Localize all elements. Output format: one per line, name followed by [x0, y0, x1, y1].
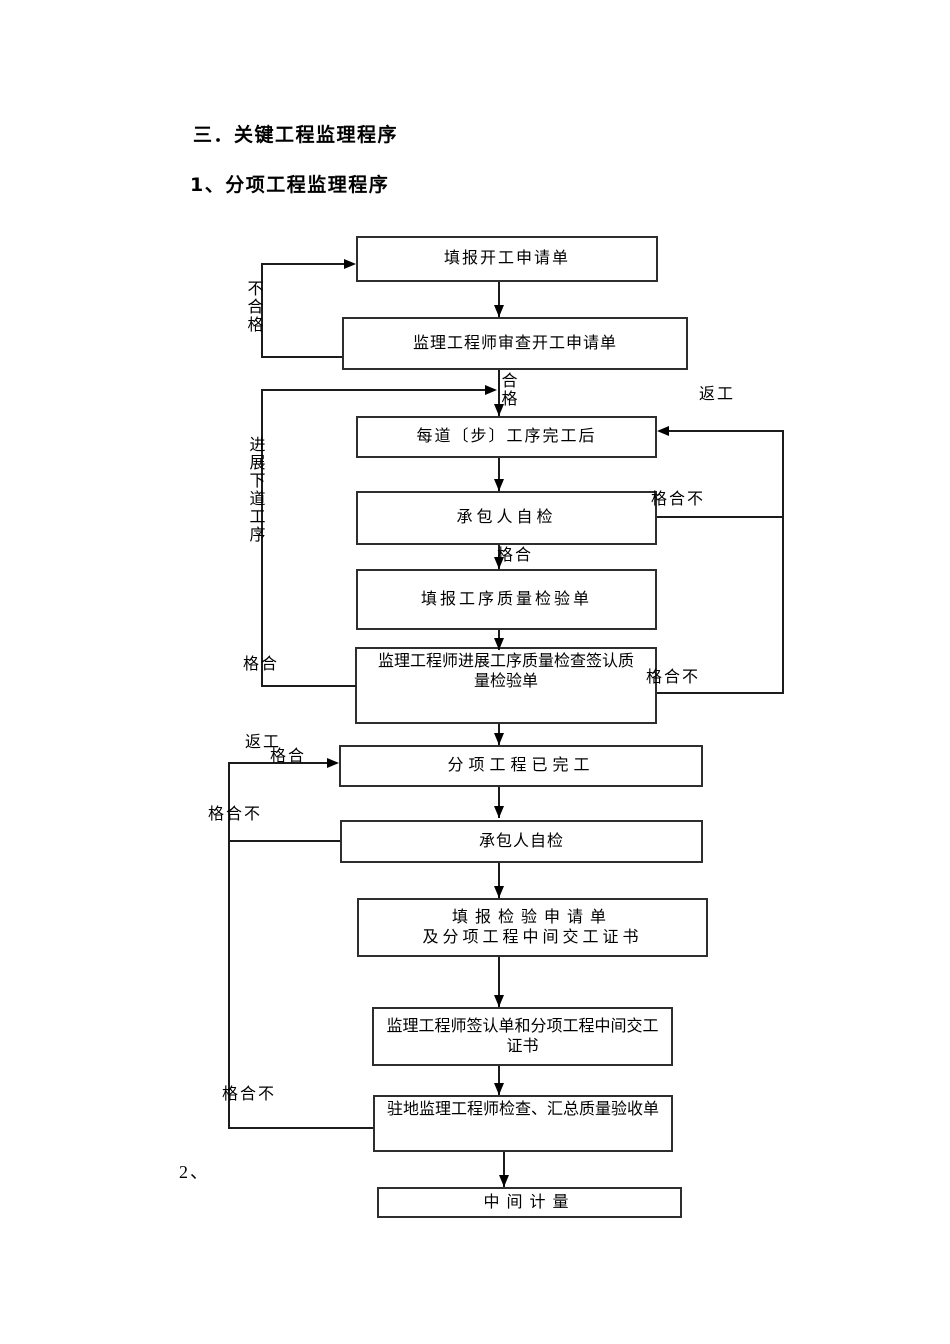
flow-box-contractor-self-check-2: 承包人自检: [340, 820, 703, 863]
arrow-down-icon: [494, 479, 504, 491]
connector-box2-box3: [498, 370, 500, 416]
flow-box-label: 承包人自检: [478, 832, 564, 850]
flow-box-label: 证书: [506, 1037, 539, 1055]
connector-box7-box8: [498, 787, 500, 818]
edge-label-rework: 返工: [699, 386, 736, 403]
flow-box-label: 量检验单: [473, 673, 538, 690]
connector-box10-box11: [498, 1066, 500, 1095]
flow-box-label: 分项工程已完工: [447, 757, 595, 774]
connector-box11-box12: [503, 1152, 505, 1187]
arrow-down-icon: [494, 557, 504, 569]
edge-label-not-qualified: 格合不: [651, 491, 706, 508]
flow-box-label: 监理工程师签认单和分项工程中间交工: [386, 1017, 659, 1035]
loop-not-qualified-to-box1: [261, 263, 346, 265]
flow-box-label: 监理工程师审查开工申请单: [412, 334, 617, 352]
edge-label-proceed-next-process: 进展下道工序: [249, 437, 266, 544]
arrow-left-icon: [657, 426, 669, 436]
connector-box1-box2: [498, 282, 500, 317]
arrow-right-icon: [485, 385, 497, 395]
edge-label-rework: 返工: [245, 734, 282, 751]
flow-box-label: 承包人自检: [456, 509, 557, 526]
flow-box-supervisor-quality-check-sign: 监理工程师进展工序质量检查签认质 量检验单: [355, 647, 657, 724]
loop-not-qualified-from-box2: [261, 356, 342, 358]
next-section-marker: 2、: [179, 1162, 210, 1182]
flow-box-contractor-self-check-1: 承包人自检: [356, 491, 657, 545]
arrow-down-icon: [494, 638, 504, 650]
flow-box-submit-process-quality-form: 填报工序质量检验单: [356, 569, 657, 630]
arrow-right-icon: [327, 758, 339, 768]
arrow-down-icon: [494, 733, 504, 745]
loop-not-qualified-vertical: [261, 263, 263, 358]
flow-box-interim-measurement: 中间计量: [377, 1187, 682, 1218]
loop-proceed-from-box6: [261, 685, 356, 687]
connector-box9-box10: [498, 957, 500, 1007]
arrow-down-icon: [494, 404, 504, 416]
flow-box-resident-supervisor-acceptance: 驻地监理工程师检查、汇总质量验收单: [373, 1095, 673, 1152]
loop-proceed-top: [261, 389, 486, 391]
flow-box-label: 中间计量: [483, 1193, 576, 1211]
arrow-right-icon: [344, 259, 356, 269]
flow-box-label: 驻地监理工程师检查、汇总质量验收单: [386, 1101, 659, 1118]
flow-box-process-step-complete: 每道〔步〕工序完工后: [356, 416, 657, 458]
loop-rework-to-box3: [666, 430, 784, 432]
flow-box-label: 填报开工申请单: [443, 250, 570, 267]
flow-box-label: 监理工程师进展工序质量检查签认质: [377, 653, 634, 670]
edge-label-not-qualified: 不合格: [247, 281, 264, 334]
sub-heading: 1、分项工程监理程序: [190, 174, 390, 196]
edge-label-qualified: 格合: [243, 656, 280, 673]
arrow-down-icon: [494, 995, 504, 1007]
loop-rework-from-box8: [228, 840, 340, 842]
loop-proceed-vertical: [261, 389, 263, 687]
flow-box-submit-start-work-application: 填报开工申请单: [356, 236, 658, 282]
edge-label-qualified: 合格: [501, 373, 518, 408]
edge-label-qualified: 格合: [497, 547, 534, 564]
flow-box-submit-inspection-application: 填报检验申请单 及分项工程中间交工证书: [357, 898, 708, 957]
connector-box8-box9: [498, 863, 500, 898]
loop-rework-from-box6: [657, 692, 784, 694]
arrow-down-icon: [494, 305, 504, 317]
loop-rework-to-box7: [228, 762, 330, 764]
edge-label-not-qualified: 格合不: [222, 1086, 277, 1103]
loop-rework-from-box4: [657, 516, 784, 518]
edge-label-qualified: 格合: [270, 748, 307, 765]
arrow-down-icon: [494, 1083, 504, 1095]
loop-rework-left-vertical: [228, 762, 230, 1129]
section-heading: 三．关键工程监理程序: [193, 124, 399, 146]
edge-label-not-qualified: 格合不: [208, 806, 263, 823]
flow-box-supervisor-sign-certificate: 监理工程师签认单和分项工程中间交工 证书: [372, 1007, 673, 1066]
flow-box-supervisor-review-application: 监理工程师审查开工申请单: [342, 317, 688, 370]
flow-box-label: 填报工序质量检验单: [420, 590, 592, 608]
flow-box-label: 及分项工程中间交工证书: [422, 928, 643, 946]
connector-box3-box4: [498, 458, 500, 491]
loop-rework-from-box11: [228, 1127, 373, 1129]
loop-rework-vertical: [782, 430, 784, 694]
arrow-down-icon: [494, 806, 504, 818]
arrow-down-icon: [494, 886, 504, 898]
flow-box-subitem-work-complete: 分项工程已完工: [339, 745, 703, 787]
flow-box-label: 每道〔步〕工序完工后: [416, 428, 597, 445]
arrow-down-icon: [499, 1175, 509, 1187]
edge-label-not-qualified: 格合不: [646, 669, 701, 686]
flow-box-label: 填报检验申请单: [451, 908, 613, 926]
